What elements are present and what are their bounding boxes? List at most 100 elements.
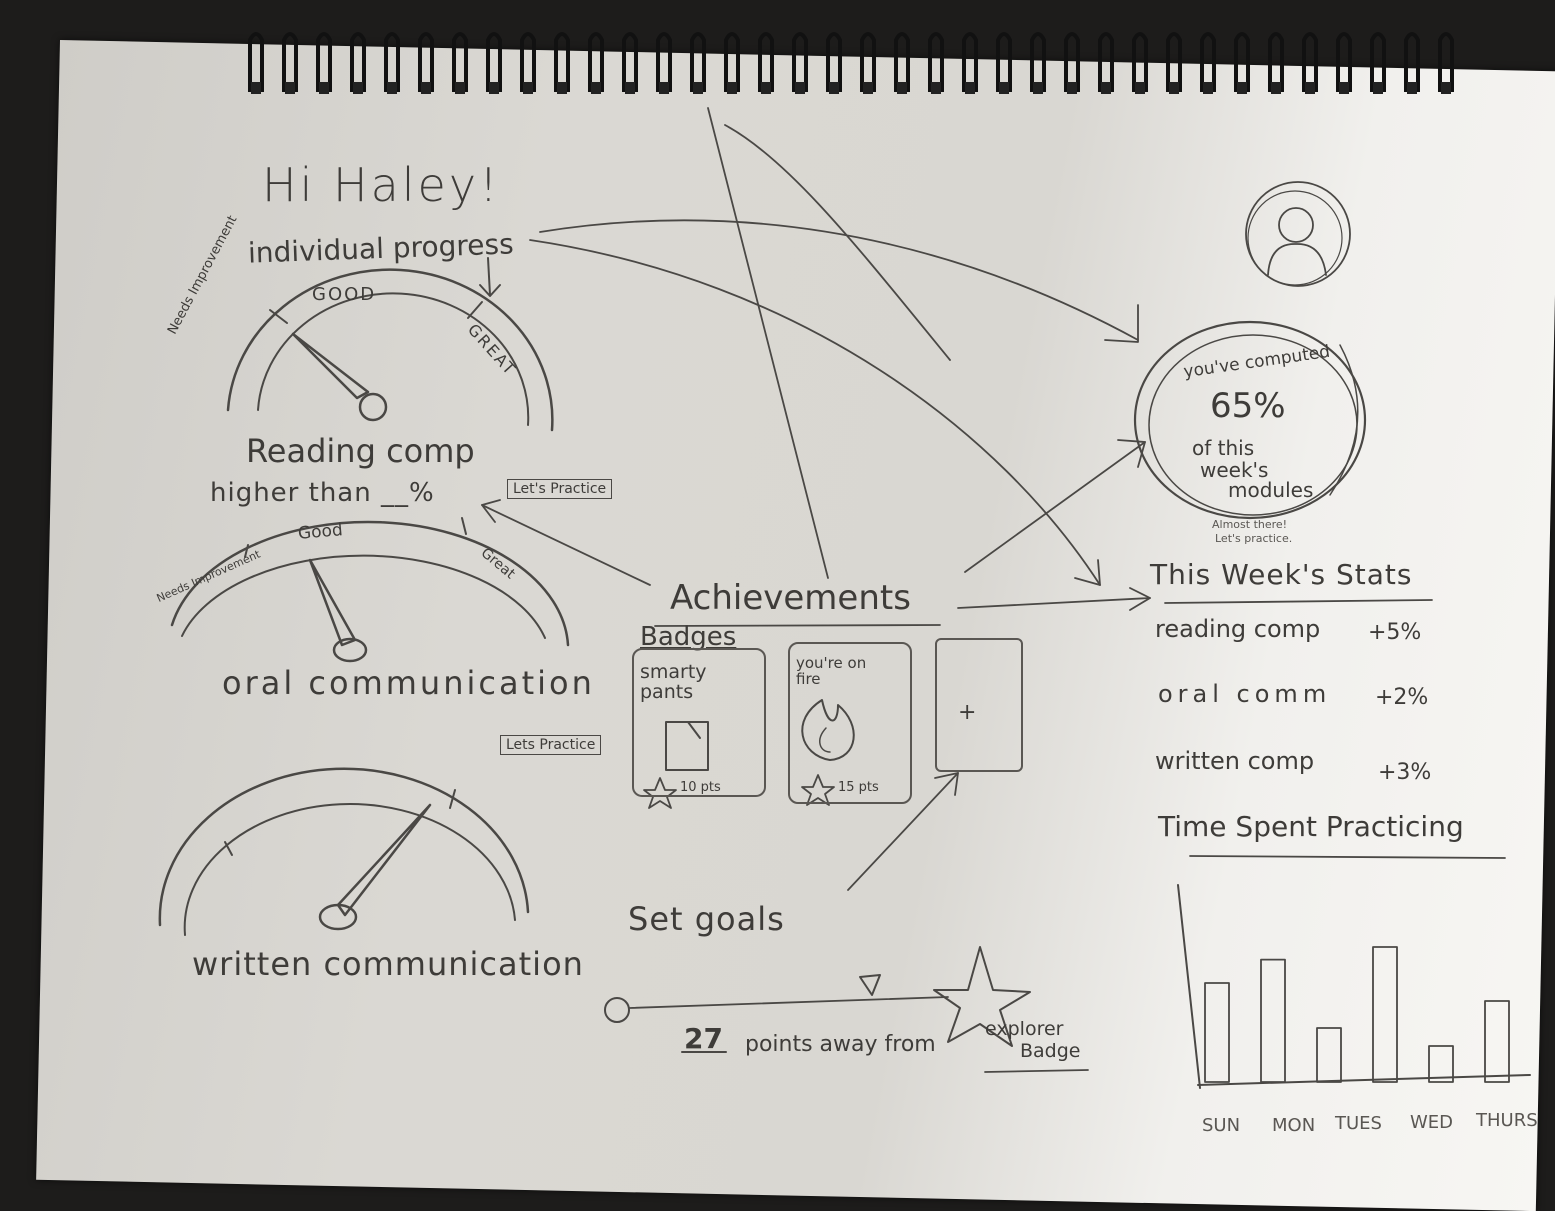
binding-hole [353,82,363,94]
spiral-ring [758,32,774,92]
chart-bar [1204,982,1230,1083]
spiral-ring [452,32,468,92]
oral-label-good: Good [297,520,344,544]
chart-xlabel: SUN [1202,1115,1241,1136]
written-gauge [158,767,530,936]
add-badge-button[interactable] [935,638,1023,772]
chart-xlabel: THURS [1476,1110,1538,1131]
binding-hole [489,82,499,94]
spiral-ring [962,32,978,92]
binding-hole [897,82,907,94]
stat-value: +3% [1378,760,1432,785]
spiral-ring [1370,32,1386,92]
spiral-ring [1438,32,1454,92]
goal-badge-line1: explorer [985,1018,1064,1040]
y-axis [1177,884,1201,1089]
spiral-ring [418,32,434,92]
spiral-ring [350,32,366,92]
binding-hole [1135,82,1145,94]
badge-points: 15 pts [838,780,879,795]
goal-suffix: points away from [745,1032,936,1057]
completion-line3: week's [1200,458,1269,482]
spiral-ring [894,32,910,92]
binding-hole [319,82,329,94]
badge-card-smarty-pants[interactable] [632,648,766,797]
chart-xlabel: WED [1410,1112,1454,1133]
chart-bar [1372,946,1398,1083]
binding-hole [1203,82,1213,94]
practice-button-oral[interactable]: Lets Practice [500,735,602,755]
binding-hole [761,82,771,94]
binding-hole [965,82,975,94]
user-profile-icon[interactable] [1245,181,1351,287]
binding-hole [659,82,669,94]
binding-hole [1169,82,1179,94]
binding-hole [557,82,567,94]
spiral-ring [690,32,706,92]
chart-bar [1316,1027,1342,1083]
completion-ring [1133,320,1367,520]
binding-hole [1271,82,1281,94]
spiral-ring [826,32,842,92]
stat-value: +5% [1368,620,1422,645]
spiral-ring [554,32,570,92]
achievements-title: Achievements [670,578,911,618]
stat-label: oral comm [1158,680,1332,708]
binding-hole [625,82,635,94]
add-icon: + [958,700,977,725]
binding-hole [1101,82,1111,94]
binding-hole [829,82,839,94]
goal-track [604,946,1089,1073]
oral-gauge [170,517,570,663]
chart-xlabel: MON [1272,1115,1316,1136]
practice-button-reading[interactable]: Let's Practice [507,479,613,499]
stat-label: written comp [1155,747,1315,775]
spiral-ring [316,32,332,92]
badge-art [643,699,855,809]
badge-name: you're on fire [796,654,867,688]
spiral-ring [588,32,604,92]
goals-title: Set goals [628,900,785,938]
spiral-ring [1064,32,1080,92]
binding-hole [591,82,601,94]
spiral-ring [656,32,672,92]
spiral-ring [996,32,1012,92]
completion-note-1: Almost there! [1212,518,1288,531]
stats-title: This Week's Stats [1150,558,1413,591]
stat-value: +2% [1375,685,1429,710]
spiral-ring [622,32,638,92]
binding-hole [727,82,737,94]
reading-label-good: GOOD [312,284,377,305]
spiral-ring [1098,32,1114,92]
spiral-ring [928,32,944,92]
spiral-ring [282,32,298,92]
spiral-ring [1234,32,1250,92]
badge-card-on-fire[interactable] [788,642,912,804]
binding-hole [1373,82,1383,94]
spiral-ring [384,32,400,92]
binding-hole [1407,82,1417,94]
badge-points: 10 pts [680,780,721,795]
badges-title: Badges [640,622,737,652]
spiral-binding [248,32,1454,94]
x-axis [1197,1074,1531,1086]
spiral-ring [1200,32,1216,92]
spiral-ring [1268,32,1284,92]
spiral-ring [792,32,808,92]
reading-gauge-title: Reading comp [246,432,475,470]
comparison-text: higher than __% [210,478,435,508]
progress-gauges [158,107,1531,1089]
spiral-ring [1132,32,1148,92]
completion-line2: of this [1192,436,1255,460]
binding-hole [251,82,261,94]
spiral-ring [248,32,264,92]
goal-badge-line2: Badge [1020,1040,1081,1062]
chart-bar [1260,958,1286,1083]
binding-hole [1237,82,1247,94]
spiral-ring [520,32,536,92]
binding-hole [1339,82,1349,94]
spiral-ring [724,32,740,92]
chart-xlabel: TUES [1335,1113,1382,1134]
chart-title: Time Spent Practicing [1158,810,1464,843]
spiral-ring [1404,32,1420,92]
